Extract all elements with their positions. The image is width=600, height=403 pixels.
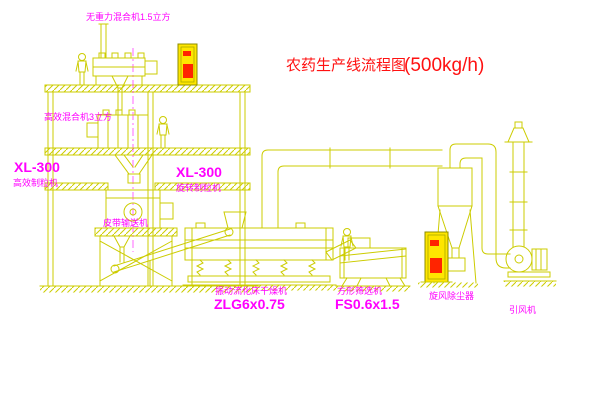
cyclone-separator <box>433 143 497 284</box>
label-dryer-name: 振动流化床干燥机 <box>215 285 287 296</box>
cabinet-display <box>183 64 193 78</box>
label-belt-conveyor: 皮带输送机 <box>103 217 148 228</box>
label-sieve-name: 方形筛选机 <box>337 285 382 296</box>
control-cabinet-1 <box>177 43 198 86</box>
label-dryer-model: ZLG6x0.75 <box>214 296 285 312</box>
label-granulator-left-model: XL-300 <box>14 159 60 175</box>
granulator <box>94 189 178 287</box>
title-text: 农药生产线流程图 <box>286 57 406 74</box>
fan-inlet-duct <box>481 239 511 269</box>
label-granulator-left-name: 高效制粒机 <box>13 177 58 188</box>
fluid-bed-dryer <box>182 211 337 291</box>
label-mid-mixer: 高效混合机3立方 <box>44 111 112 122</box>
label-fan: 引风机 <box>509 304 536 315</box>
diagram-title: 农药生产线流程图 (500kg/h) <box>286 55 484 76</box>
label-top-mixer: 无重力混合机1.5立方 <box>86 11 171 22</box>
control-cabinet-2 <box>418 231 478 288</box>
worker-figure <box>156 116 170 149</box>
belt-conveyor <box>110 227 234 287</box>
label-granulator-right-name: 旋转制粒机 <box>176 182 221 193</box>
gravity-free-mixer <box>92 23 158 115</box>
exhaust-duct <box>261 147 443 229</box>
square-sieve <box>325 237 411 292</box>
cabinet-indicator <box>183 51 191 56</box>
cabinet-indicator <box>430 240 439 246</box>
exhaust-stack <box>504 121 533 248</box>
title-capacity: (500kg/h) <box>404 55 484 76</box>
label-granulator-right-model: XL-300 <box>176 164 222 180</box>
cabinet-display <box>430 258 442 273</box>
equipment-labels: 无重力混合机1.5立方 高效混合机3立方 XL-300 高效制粒机 XL-300… <box>13 11 536 315</box>
y-chute <box>114 154 153 184</box>
label-cyclone: 旋风除尘器 <box>429 290 474 301</box>
induced-draft-fan <box>503 245 557 287</box>
high-efficiency-mixer <box>86 109 149 149</box>
building-frame <box>39 84 259 293</box>
label-sieve-model: FS0.6x1.5 <box>335 296 400 312</box>
worker-figure <box>75 53 89 86</box>
